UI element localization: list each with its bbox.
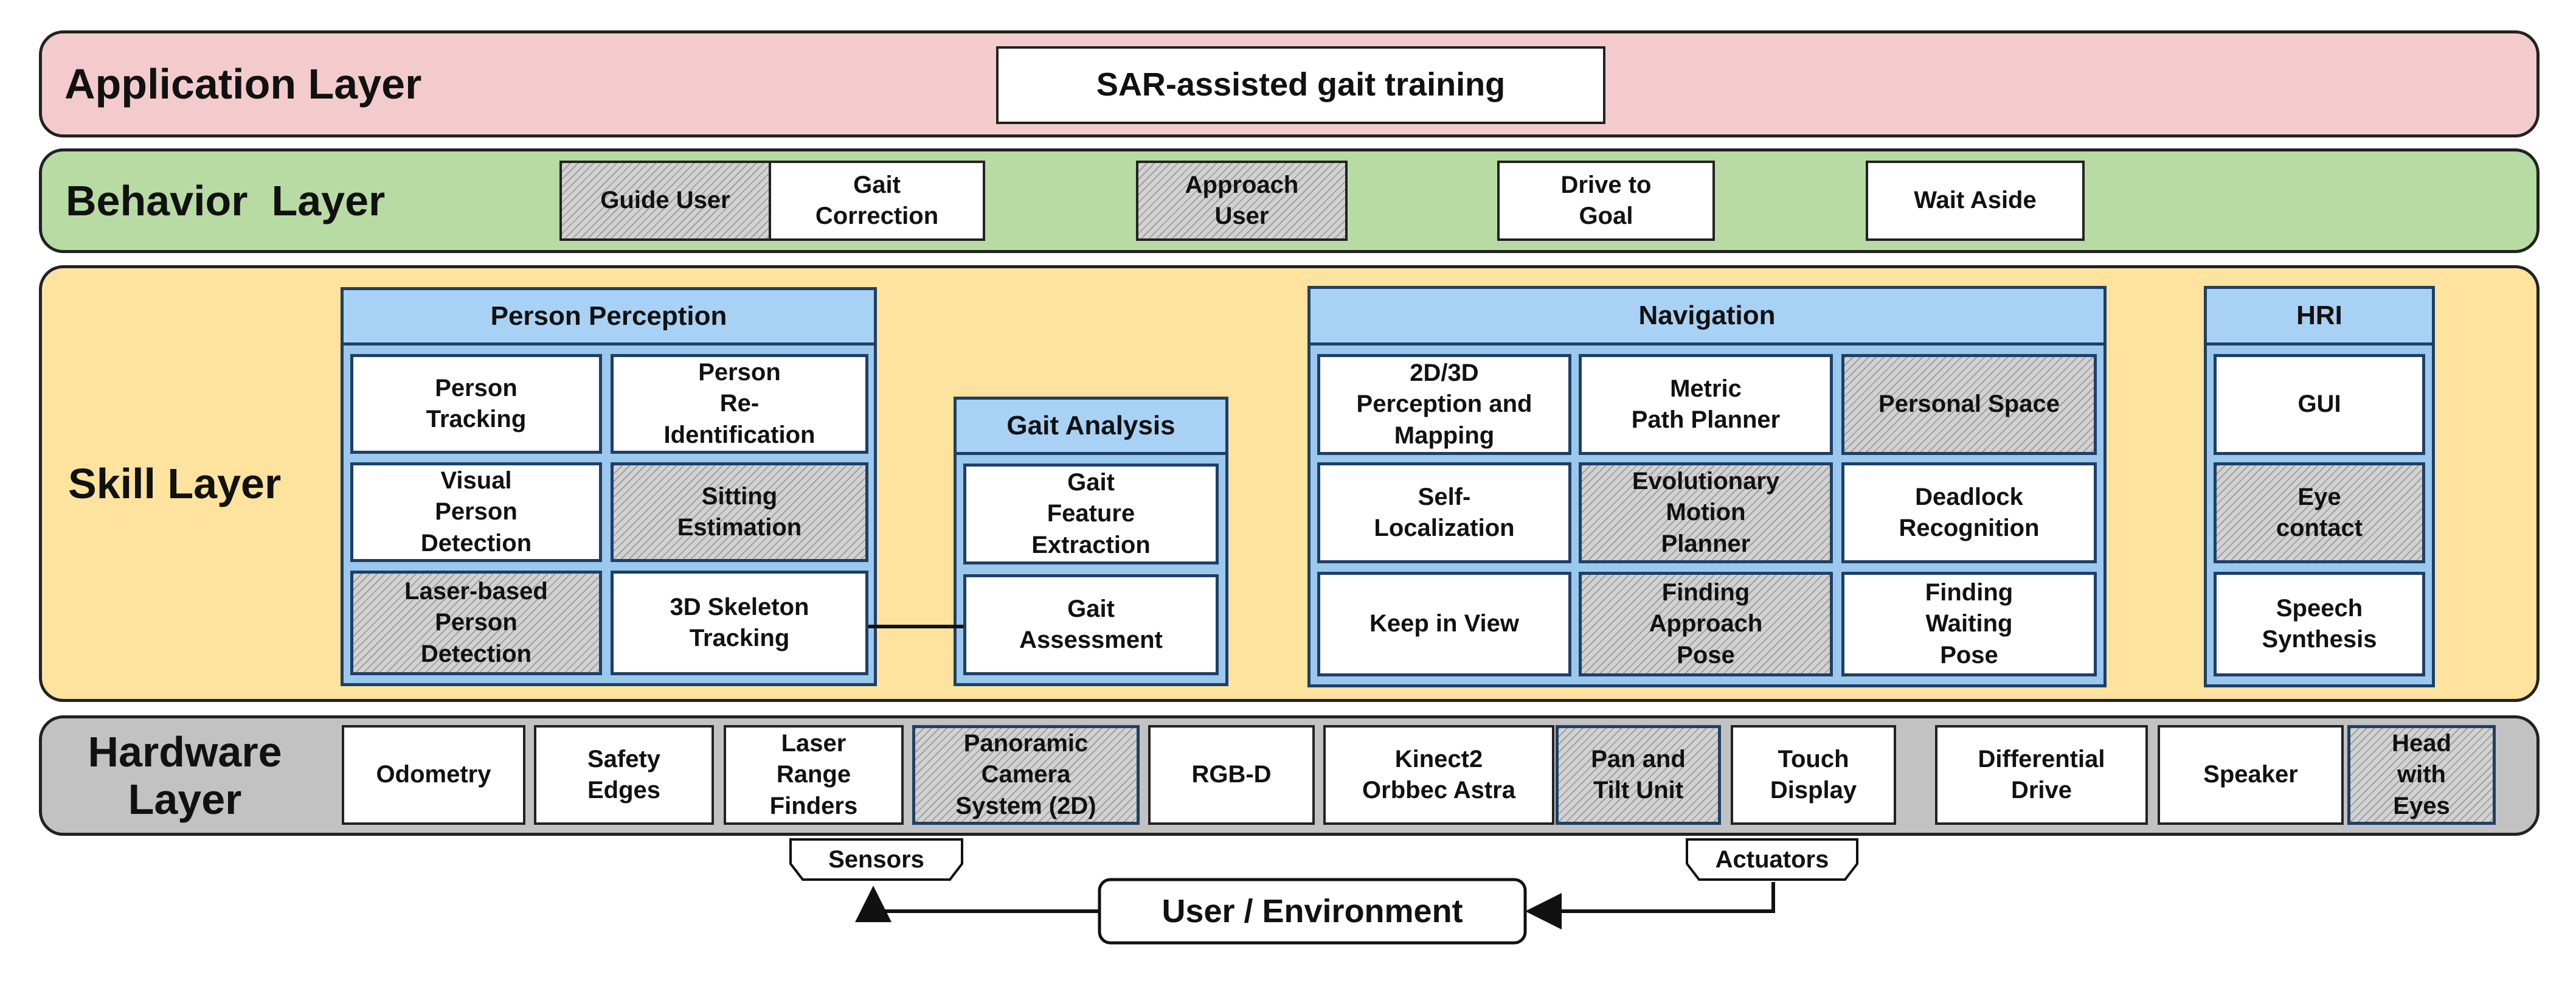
skill-visual-person-detection: Visual Person Detection [350, 462, 602, 562]
gait-analysis-header: Gait Analysis [954, 397, 1228, 455]
hw-head-with-eyes: Head with Eyes [2347, 725, 2496, 825]
skill-laser-person-detection: Laser-based Person Detection [350, 571, 602, 675]
skill-3d-skeleton-tracking: 3D Skeleton Tracking [611, 571, 868, 675]
skill-evolutionary-motion-planner: Evolutionary Motion Planner [1579, 462, 1833, 563]
actuators-label: Actuators [1715, 846, 1829, 873]
skill-deadlock-recognition: Deadlock Recognition [1841, 462, 2097, 563]
skill-keep-in-view: Keep in View [1317, 572, 1571, 676]
sensors-label: Sensors [828, 846, 924, 873]
skill-finding-approach-pose: Finding Approach Pose [1579, 572, 1833, 676]
user-environment-shape [1098, 878, 1527, 945]
skill-gait-assessment: Gait Assessment [963, 574, 1219, 675]
skill-finding-waiting-pose: Finding Waiting Pose [1841, 572, 2097, 676]
arrow-from-actuators [1525, 882, 1775, 929]
behavior-guide-user: Guide User [559, 161, 771, 241]
hw-kinect-orbbec: Kinect2 Orbbec Astra [1323, 725, 1554, 825]
skill-metric-path-planner: Metric Path Planner [1579, 354, 1833, 455]
arrow-to-sensors [855, 886, 1099, 922]
skill-layer-title: Skill Layer [68, 459, 282, 507]
hw-pan-tilt-unit: Pan and Tilt Unit [1556, 725, 1721, 825]
skill-person-reidentification: Person Re- Identification [611, 354, 868, 454]
skill-speech-synthesis: Speech Synthesis [2214, 572, 2425, 676]
application-layer-title: Application Layer [64, 60, 422, 108]
hw-panoramic-camera: Panoramic Camera System (2D) [912, 725, 1140, 825]
skill-perception-and-mapping: 2D/3D Perception and Mapping [1317, 354, 1571, 455]
application-box: SAR-assisted gait training [996, 46, 1605, 124]
user-environment-label: User / Environment [1162, 893, 1463, 929]
skill-sitting-estimation: Sitting Estimation [611, 462, 868, 562]
skill-eye-contact: Eye contact [2214, 462, 2425, 563]
hardware-layer-title: Hardware Layer [88, 728, 282, 823]
behavior-drive-to-goal: Drive to Goal [1497, 161, 1715, 241]
hri-header: HRI [2204, 286, 2435, 346]
skill-gui: GUI [2214, 354, 2425, 455]
hw-speaker: Speaker [2158, 725, 2344, 825]
hw-differential-drive: Differential Drive [1935, 725, 2148, 825]
behavior-layer-title: Behavior Layer [66, 176, 386, 224]
hw-rgbd: RGB-D [1148, 725, 1315, 825]
hw-touch-display: Touch Display [1731, 725, 1896, 825]
behavior-wait-aside: Wait Aside [1866, 161, 2085, 241]
person-perception-header: Person Perception [341, 287, 877, 346]
hw-odometry: Odometry [342, 725, 525, 825]
sensors-tag-shape [789, 838, 963, 881]
behavior-gait-correction: Gait Correction [769, 161, 985, 241]
hw-safety-edges: Safety Edges [534, 725, 714, 825]
skill-self-localization: Self- Localization [1317, 462, 1571, 563]
actuators-tag-shape [1686, 838, 1858, 881]
behavior-approach-user: Approach User [1136, 161, 1348, 241]
hw-laser-range-finders: Laser Range Finders [724, 725, 904, 825]
skill-person-tracking: Person Tracking [350, 354, 602, 454]
skill-personal-space: Personal Space [1841, 354, 2097, 455]
skill-gait-feature-extraction: Gait Feature Extraction [963, 464, 1219, 564]
navigation-header: Navigation [1307, 286, 2107, 346]
